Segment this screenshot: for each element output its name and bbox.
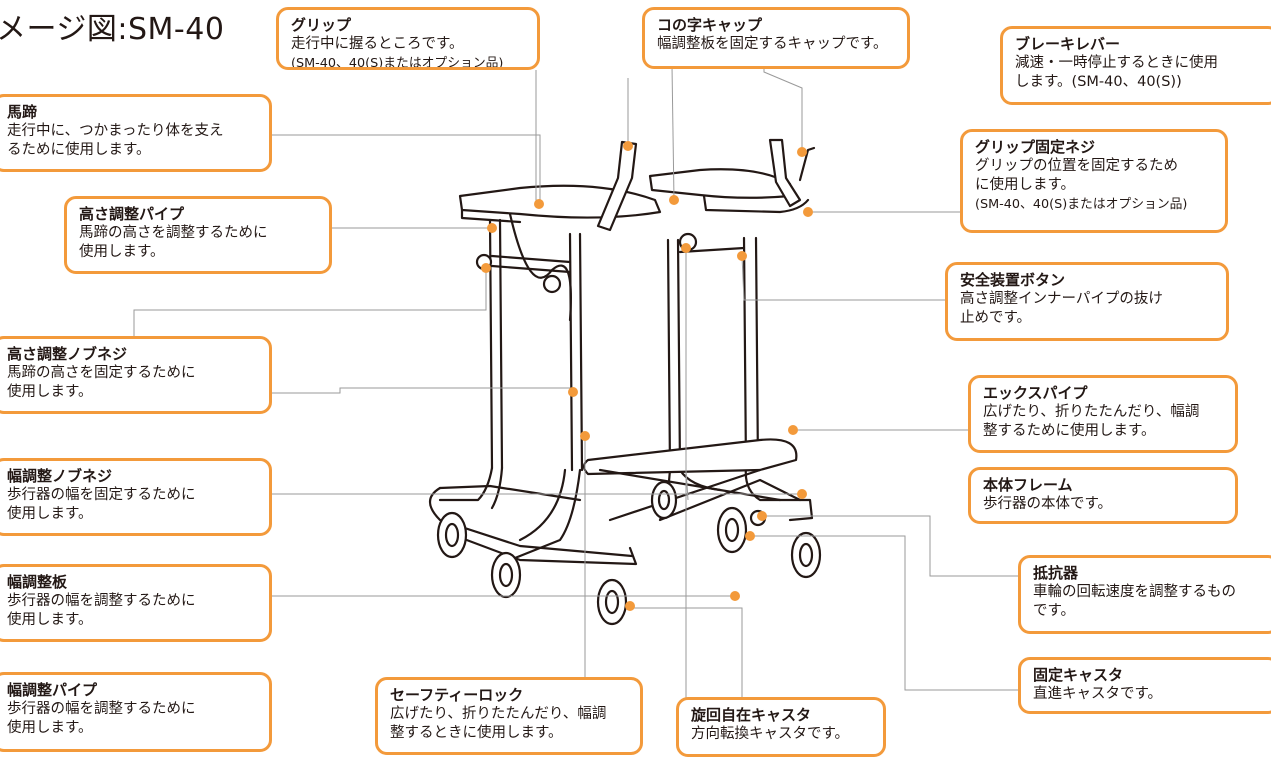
callout-desc: 幅調整板を固定するキャップです。 bbox=[657, 36, 888, 52]
callout-desc: 歩行器の本体です。 bbox=[983, 496, 1113, 512]
callout-u-cap: コの字キャップ 幅調整板を固定するキャップです。 bbox=[642, 7, 910, 69]
callout-grip-screw: グリップ固定ネジ グリップの位置を固定するため に使用します。 (SM-40、4… bbox=[960, 129, 1228, 233]
callout-main-frame: 本体フレーム 歩行器の本体です。 bbox=[968, 467, 1238, 524]
callout-title: 抵抗器 bbox=[1033, 564, 1079, 582]
callout-title: グリップ bbox=[291, 16, 352, 34]
callout-title: 固定キャスタ bbox=[1033, 666, 1124, 684]
callout-desc: 馬蹄の高さを調整するために 使用します。 bbox=[79, 225, 268, 260]
callout-title: コの字キャップ bbox=[657, 16, 763, 34]
callout-title: 馬蹄 bbox=[7, 103, 38, 121]
callout-swivel-caster: 旋回自在キャスタ 方向転換キャスタです。 bbox=[676, 697, 886, 757]
callout-title: 高さ調整ノブネジ bbox=[7, 345, 128, 363]
callout-brake-lever: ブレーキレバー 減速・一時停止するときに使用 します。(SM-40、40(S)) bbox=[1000, 26, 1271, 105]
callout-desc: 歩行器の幅を調整するために 使用します。 bbox=[7, 593, 196, 628]
callout-desc: 減速・一時停止するときに使用 します。(SM-40、40(S)) bbox=[1015, 55, 1218, 90]
callout-desc: グリップの位置を固定するため に使用します。 bbox=[975, 158, 1178, 193]
callout-title: 幅調整パイプ bbox=[7, 681, 98, 699]
callout-width-plate: 幅調整板 歩行器の幅を調整するために 使用します。 bbox=[0, 564, 272, 642]
page-title: メージ図:SM-40 bbox=[0, 12, 225, 47]
callout-desc: 馬蹄の高さを固定するために 使用します。 bbox=[7, 365, 196, 400]
callout-height-pipe: 高さ調整パイプ 馬蹄の高さを調整するために 使用します。 bbox=[64, 196, 332, 274]
callout-desc: 車輪の回転速度を調整するもの です。 bbox=[1033, 584, 1236, 619]
callout-title: 本体フレーム bbox=[983, 476, 1073, 494]
callout-grip: グリップ 走行中に握るところです。 (SM-40、40(S)またはオプション品) bbox=[276, 7, 540, 70]
callout-width-knob: 幅調整ノブネジ 歩行器の幅を固定するために 使用します。 bbox=[0, 458, 272, 536]
callout-desc: 走行中に握るところです。 bbox=[291, 36, 464, 52]
callout-desc: 高さ調整インナーパイプの抜け 止めです。 bbox=[960, 291, 1163, 326]
callout-width-pipe: 幅調整パイプ 歩行器の幅を調整するために 使用します。 bbox=[0, 672, 272, 752]
callout-desc: 広げたり、折りたたんだり、幅調 整するために使用します。 bbox=[983, 404, 1200, 439]
callout-desc: 広げたり、折りたたんだり、幅調 整するときに使用します。 bbox=[390, 706, 607, 741]
callout-note: (SM-40、40(S)またはオプション品) bbox=[291, 56, 504, 70]
callout-desc: 直進キャスタです。 bbox=[1033, 686, 1163, 702]
callout-resistor: 抵抗器 車輪の回転速度を調整するもの です。 bbox=[1018, 555, 1271, 634]
callout-title: 幅調整板 bbox=[7, 573, 68, 591]
callout-title: グリップ固定ネジ bbox=[975, 138, 1096, 156]
callout-title: エックスパイプ bbox=[983, 384, 1088, 402]
callout-title: 安全装置ボタン bbox=[960, 271, 1066, 289]
callout-height-knob: 高さ調整ノブネジ 馬蹄の高さを固定するために 使用します。 bbox=[0, 336, 272, 414]
callout-title: セーフティーロック bbox=[390, 686, 524, 704]
callout-x-pipe: エックスパイプ 広げたり、折りたたんだり、幅調 整するために使用します。 bbox=[968, 375, 1238, 453]
callout-desc: 歩行器の幅を固定するために 使用します。 bbox=[7, 487, 196, 522]
callout-fixed-caster: 固定キャスタ 直進キャスタです。 bbox=[1018, 657, 1271, 714]
callout-safety-button: 安全装置ボタン 高さ調整インナーパイプの抜け 止めです。 bbox=[945, 262, 1229, 341]
callout-title: 旋回自在キャスタ bbox=[691, 706, 812, 724]
callout-title: 幅調整ノブネジ bbox=[7, 467, 113, 485]
callout-saddle: 馬蹄 走行中に、つかまったり体を支え るために使用します。 bbox=[0, 94, 272, 172]
callout-note: (SM-40、40(S)またはオプション品) bbox=[975, 197, 1188, 212]
callout-title: ブレーキレバー bbox=[1015, 35, 1121, 53]
callout-safety-lock: セーフティーロック 広げたり、折りたたんだり、幅調 整するときに使用します。 bbox=[375, 677, 643, 755]
callout-desc: 方向転換キャスタです。 bbox=[691, 726, 850, 742]
callout-desc: 歩行器の幅を調整するために 使用します。 bbox=[7, 701, 196, 736]
callout-desc: 走行中に、つかまったり体を支え るために使用します。 bbox=[7, 123, 224, 158]
callout-title: 高さ調整パイプ bbox=[79, 205, 185, 223]
